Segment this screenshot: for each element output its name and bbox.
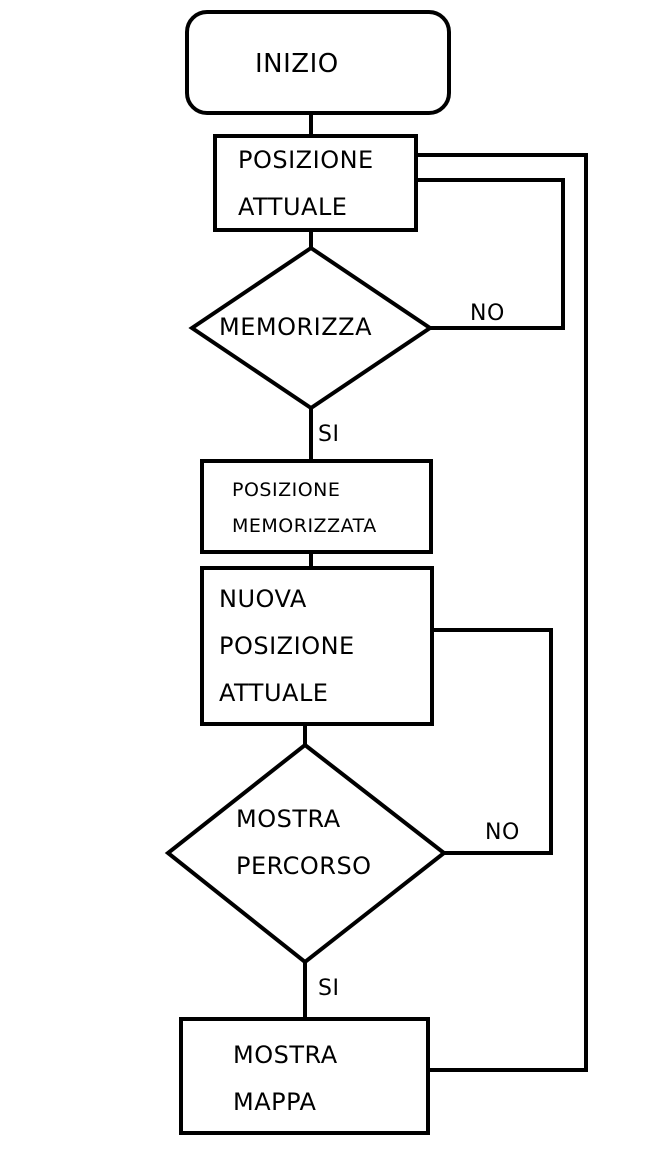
start-terminal-shape	[185, 10, 451, 115]
connector-show-path-no-loop	[432, 628, 553, 855]
connector-memorize-no-loop	[416, 178, 565, 330]
new-position-label-line1: NUOVA	[219, 585, 307, 613]
new-position-node: NUOVA POSIZIONE ATTUALE	[200, 566, 434, 726]
memorize-decision-diamond	[188, 245, 434, 411]
start-label: INIZIO	[255, 49, 339, 79]
new-position-box	[200, 566, 434, 726]
show-path-label-line1: MOSTRA	[236, 805, 341, 833]
new-position-label-line3: ATTUALE	[219, 679, 328, 707]
memorize-decision-node: MEMORIZZA NO SI	[188, 245, 505, 447]
memorize-no-label: NO	[470, 301, 505, 326]
current-position-label-line2: ATTUALE	[238, 193, 347, 221]
show-path-no-label: NO	[485, 820, 520, 845]
start-node: INIZIO	[185, 10, 451, 115]
show-map-label-line2: MAPPA	[233, 1088, 317, 1116]
show-path-decision-diamond	[164, 742, 448, 965]
show-map-box	[179, 1017, 430, 1135]
saved-position-label-line2: MEMORIZZATA	[232, 515, 377, 537]
connectors	[303, 113, 588, 1072]
saved-position-label-line1: POSIZIONE	[232, 479, 340, 501]
show-map-node: MOSTRA MAPPA	[179, 1017, 430, 1135]
new-position-label-line2: POSIZIONE	[219, 632, 355, 660]
show-path-label-line2: PERCORSO	[236, 852, 372, 880]
current-position-box	[213, 134, 418, 232]
saved-position-node: POSIZIONE MEMORIZZATA	[200, 459, 433, 554]
show-path-yes-label: SI	[318, 976, 339, 1001]
connector-map-return-loop	[416, 153, 588, 1072]
saved-position-box	[200, 459, 433, 554]
memorize-decision-label: MEMORIZZA	[219, 313, 372, 341]
memorize-yes-label: SI	[318, 422, 339, 447]
current-position-label-line1: POSIZIONE	[238, 146, 374, 174]
show-map-label-line1: MOSTRA	[233, 1041, 338, 1069]
show-path-decision-node: MOSTRA PERCORSO NO SI	[164, 742, 520, 1001]
current-position-node: POSIZIONE ATTUALE	[213, 134, 418, 232]
